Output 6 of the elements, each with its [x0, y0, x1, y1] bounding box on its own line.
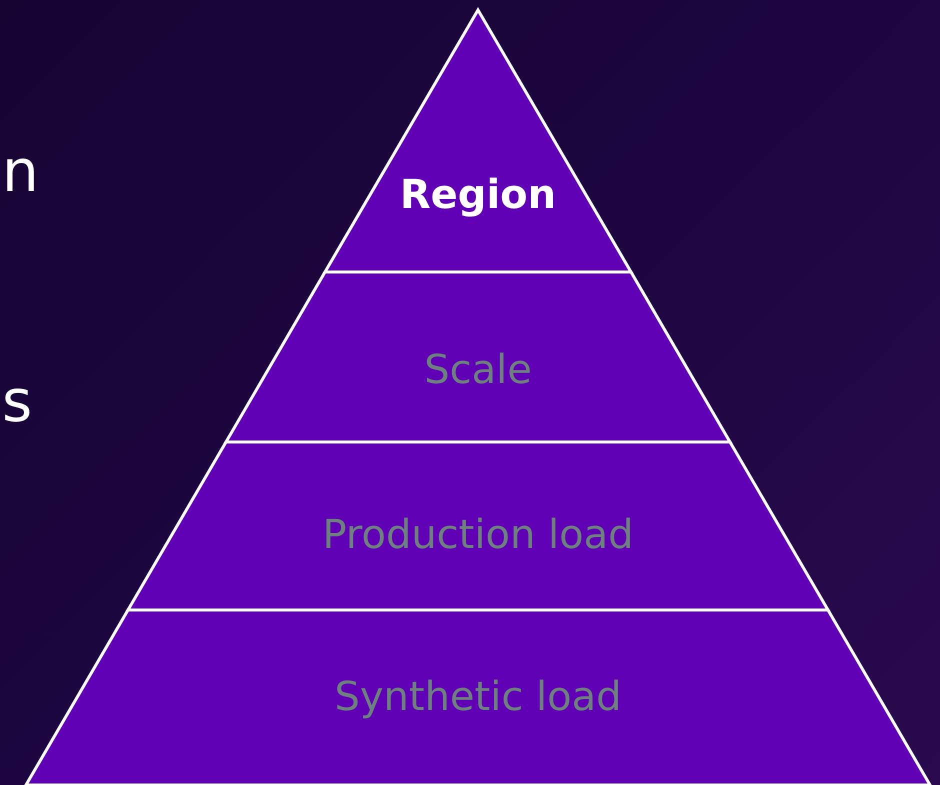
cut-off-text: s [2, 372, 32, 430]
tier-label: Production load [321, 512, 634, 558]
cut-off-text: n [2, 142, 39, 200]
tier-label: Scale [423, 347, 533, 393]
tier-label: Region [398, 172, 558, 218]
tier-label: Synthetic load [333, 674, 623, 720]
